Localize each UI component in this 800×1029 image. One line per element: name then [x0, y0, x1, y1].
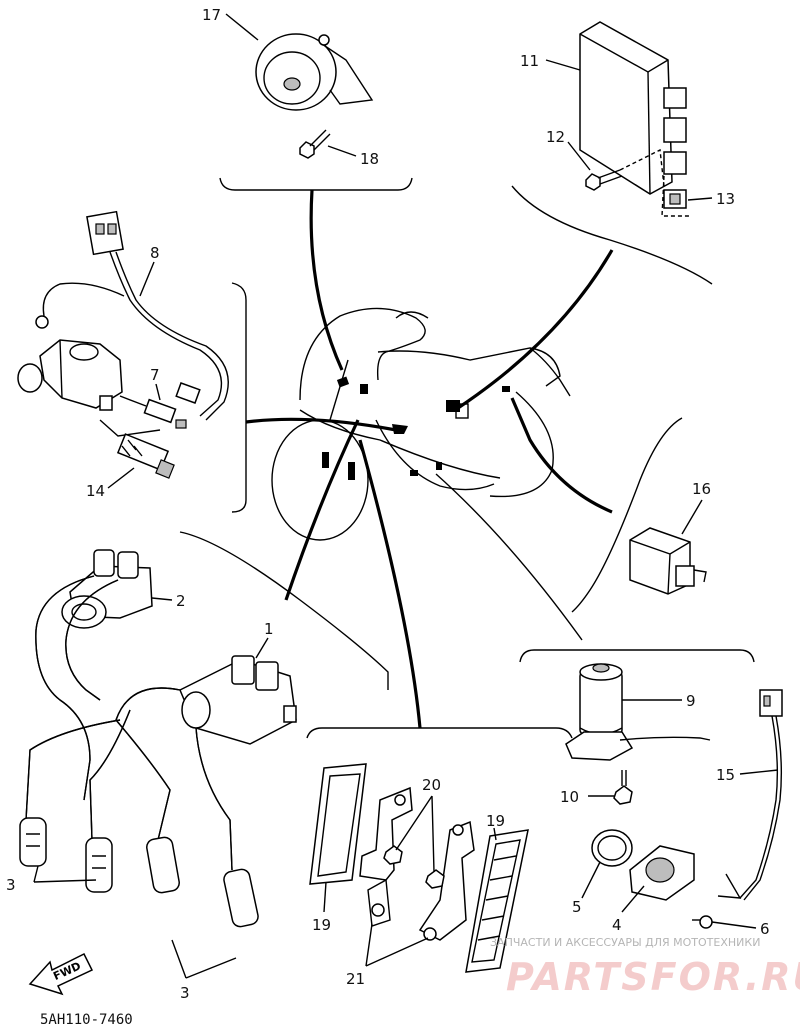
bracket-relay	[571, 417, 683, 613]
relay-16	[629, 527, 707, 595]
front-wheel	[271, 419, 369, 541]
bracket-21a	[359, 786, 413, 927]
servo-9	[565, 663, 711, 761]
callout-9: 9	[686, 692, 696, 710]
ecu-edge	[647, 71, 651, 195]
loc-coil-a	[322, 452, 329, 468]
loc-servo-a	[410, 470, 418, 476]
sensor-15	[717, 689, 783, 901]
bracket-horn	[219, 177, 413, 191]
callout-2: 2	[176, 592, 186, 610]
callout-4: 4	[612, 916, 622, 934]
callout-12: 12	[546, 128, 565, 146]
reflector-plate-19	[309, 763, 367, 885]
clip-13	[661, 175, 690, 217]
bolt-18	[299, 129, 331, 159]
tail	[529, 347, 571, 397]
callout-3-left: 3	[6, 876, 16, 894]
diagram-code: 5AH110-7460	[40, 1012, 133, 1028]
callout-leaders	[33, 13, 779, 979]
horn-bracket	[321, 43, 374, 105]
watermark-brand: PARTSFOR.RU	[506, 955, 800, 999]
callout-19-right: 19	[486, 812, 505, 830]
callout-5: 5	[572, 898, 582, 916]
ecu-body	[579, 21, 673, 195]
switch-body	[17, 339, 123, 411]
coil-1	[179, 655, 297, 745]
horn-center	[283, 77, 301, 91]
leader-relay	[510, 397, 613, 514]
ecu-connector-1	[663, 87, 687, 109]
callout-11: 11	[520, 52, 539, 70]
bracket-sidestand	[231, 282, 247, 513]
engine	[375, 419, 495, 491]
bracket-reflectors	[306, 727, 573, 739]
sensor-4	[629, 845, 695, 901]
tank-seat	[377, 347, 561, 387]
fwd-arrow: FWD	[28, 952, 94, 996]
connector-8	[86, 210, 124, 256]
loc-coil-b	[348, 462, 355, 480]
ecu-unit	[579, 21, 687, 195]
loc-ecu-mount	[455, 403, 469, 419]
ecu-tab	[619, 148, 665, 187]
rear-wheel	[489, 391, 554, 498]
coil-2	[61, 549, 153, 629]
leader-coils	[284, 419, 360, 601]
ecu-connector-3	[663, 151, 687, 175]
callout-10: 10	[560, 788, 579, 806]
callout-14: 14	[86, 482, 105, 500]
plug-leads	[25, 575, 233, 871]
leader-horn	[309, 189, 344, 371]
sensor-14	[99, 419, 175, 479]
windscreen	[395, 311, 429, 319]
callout-1: 1	[264, 620, 274, 638]
callout-6: 6	[760, 920, 770, 938]
callout-16: 16	[692, 480, 711, 498]
loc-horn	[336, 376, 350, 388]
leader-ecu	[457, 249, 614, 410]
reflector-19	[465, 829, 529, 973]
horn-terminal	[318, 34, 330, 46]
plug-caps	[19, 817, 259, 928]
leader-servo	[435, 473, 583, 641]
bracket-coils	[179, 531, 389, 690]
screw-6	[692, 915, 713, 929]
callout-8: 8	[150, 244, 160, 262]
callout-19-left: 19	[312, 916, 331, 934]
callout-15: 15	[716, 766, 735, 784]
loc-sensor	[360, 384, 368, 394]
bracket-servo	[519, 649, 755, 663]
oring-5	[591, 829, 633, 867]
horn	[255, 33, 374, 111]
callout-20: 20	[422, 776, 441, 794]
callout-13: 13	[716, 190, 735, 208]
leader-reflectors	[358, 439, 422, 729]
bolt-12	[585, 169, 623, 191]
watermark-tagline: ЗАПЧАСТИ И АКСЕССУАРЫ ДЛЯ МОТОТЕХНИКИ	[490, 936, 760, 949]
callout-21: 21	[346, 970, 365, 988]
harness-8	[35, 210, 229, 421]
horn-rim	[263, 51, 321, 105]
callout-7: 7	[150, 366, 160, 384]
loc-sidestand	[392, 424, 408, 434]
bracket-ecu	[511, 185, 713, 285]
callout-17: 17	[202, 6, 221, 24]
ecu-connector-2	[663, 117, 687, 143]
lower-body	[299, 409, 501, 479]
fork	[329, 359, 349, 421]
bracket-21b	[418, 820, 475, 941]
loc-ecu	[446, 400, 460, 412]
sensor-7	[119, 382, 201, 429]
loc-relay	[502, 386, 510, 392]
bolt-10	[613, 770, 633, 805]
callout-18: 18	[360, 150, 379, 168]
nut-20	[383, 845, 445, 889]
motorcycle-outline	[271, 307, 571, 541]
callout-3-right: 3	[180, 984, 190, 1002]
loc-servo-b	[436, 462, 442, 470]
